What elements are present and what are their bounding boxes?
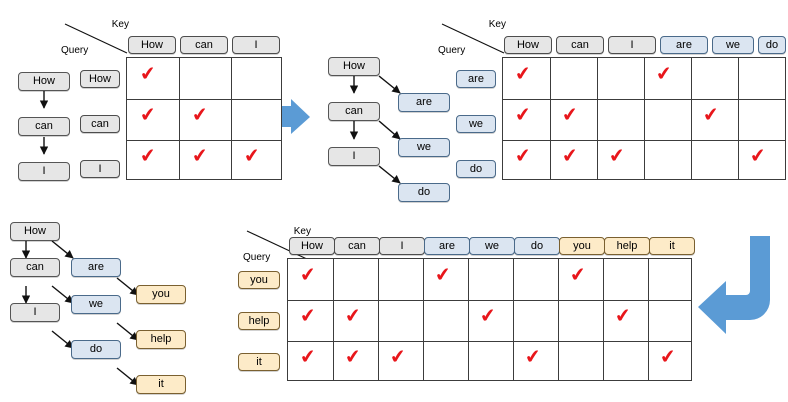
- check-mark: ✔: [433, 263, 452, 287]
- key-header-are: are: [424, 237, 470, 255]
- check-mark: ✔: [701, 103, 720, 127]
- check-mark: ✔: [138, 62, 157, 86]
- arrow-step2-to-step3: [698, 236, 770, 334]
- tree-node-i: I: [10, 303, 60, 322]
- key-query-corner-3: Key Query: [243, 226, 311, 263]
- tree-node-are: are: [398, 93, 450, 112]
- query-axis-label: Query: [61, 45, 89, 56]
- key-query-corner-2: Key Query: [438, 19, 506, 56]
- query-row-are: are: [456, 70, 496, 88]
- key-header-i: I: [608, 36, 656, 54]
- key-header-how: How: [128, 36, 176, 54]
- key-query-corner-1: Key Query: [61, 19, 129, 56]
- tree-node-i: I: [328, 147, 380, 166]
- query-row-we: we: [456, 115, 496, 133]
- tree-node-help: help: [136, 330, 186, 349]
- tree-node-how: How: [328, 57, 380, 76]
- query-row-it: it: [238, 353, 280, 371]
- key-header-i: I: [379, 237, 425, 255]
- query-row-do: do: [456, 160, 496, 178]
- query-row-how: How: [80, 70, 120, 88]
- check-mark: ✔: [478, 304, 497, 328]
- check-mark: ✔: [388, 345, 407, 369]
- check-mark: ✔: [513, 103, 532, 127]
- key-header-we: we: [712, 36, 754, 54]
- tree-node-how: How: [10, 222, 60, 241]
- query-row-help: help: [238, 312, 280, 330]
- check-mark: ✔: [513, 144, 532, 168]
- check-mark: ✔: [523, 345, 542, 369]
- tree-node-you: you: [136, 285, 186, 304]
- check-mark: ✔: [343, 345, 362, 369]
- key-header-how: How: [289, 237, 335, 255]
- check-mark: ✔: [190, 103, 209, 127]
- tree-node-do: do: [71, 340, 121, 359]
- tree-node-we: we: [71, 295, 121, 314]
- tree-node-can: can: [10, 258, 60, 277]
- query-axis-label: Query: [243, 252, 271, 263]
- tree-node-how: How: [18, 72, 70, 91]
- query-row-i: I: [80, 160, 120, 178]
- check-mark: ✔: [138, 144, 157, 168]
- key-axis-label: Key: [111, 19, 129, 30]
- check-mark: ✔: [613, 304, 632, 328]
- check-mark: ✔: [298, 304, 317, 328]
- matrix-grid-3: [287, 258, 692, 381]
- check-mark: ✔: [343, 304, 362, 328]
- check-mark: ✔: [560, 144, 579, 168]
- check-mark: ✔: [568, 263, 587, 287]
- key-axis-label: Key: [488, 19, 506, 30]
- check-mark: ✔: [560, 103, 579, 127]
- check-mark: ✔: [242, 144, 261, 168]
- tree-node-do: do: [398, 183, 450, 202]
- query-axis-label: Query: [438, 45, 466, 56]
- tree-node-it: it: [136, 375, 186, 394]
- key-header-you: you: [559, 237, 605, 255]
- query-row-can: can: [80, 115, 120, 133]
- key-header-are: are: [660, 36, 708, 54]
- matrix-grid-1: [126, 57, 282, 180]
- check-mark: ✔: [190, 144, 209, 168]
- tree-node-can: can: [328, 102, 380, 121]
- tree-node-i: I: [18, 162, 70, 181]
- key-header-can: can: [334, 237, 380, 255]
- key-header-how: How: [504, 36, 552, 54]
- check-mark: ✔: [654, 62, 673, 86]
- key-header-i: I: [232, 36, 280, 54]
- key-header-it: it: [649, 237, 695, 255]
- key-axis-label: Key: [293, 226, 311, 237]
- check-mark: ✔: [607, 144, 626, 168]
- tree-node-we: we: [398, 138, 450, 157]
- key-header-can: can: [180, 36, 228, 54]
- key-header-we: we: [469, 237, 515, 255]
- query-row-you: you: [238, 271, 280, 289]
- matrix-grid-2: [502, 57, 786, 180]
- tree-node-are: are: [71, 258, 121, 277]
- key-header-do: do: [514, 237, 560, 255]
- key-header-help: help: [604, 237, 650, 255]
- check-mark: ✔: [138, 103, 157, 127]
- step2-tree-edges: [349, 75, 401, 184]
- check-mark: ✔: [748, 144, 767, 168]
- key-header-can: can: [556, 36, 604, 54]
- check-mark: ✔: [298, 263, 317, 287]
- check-mark: ✔: [513, 62, 532, 86]
- check-mark: ✔: [298, 345, 317, 369]
- check-mark: ✔: [658, 345, 677, 369]
- key-header-do: do: [758, 36, 786, 54]
- tree-node-can: can: [18, 117, 70, 136]
